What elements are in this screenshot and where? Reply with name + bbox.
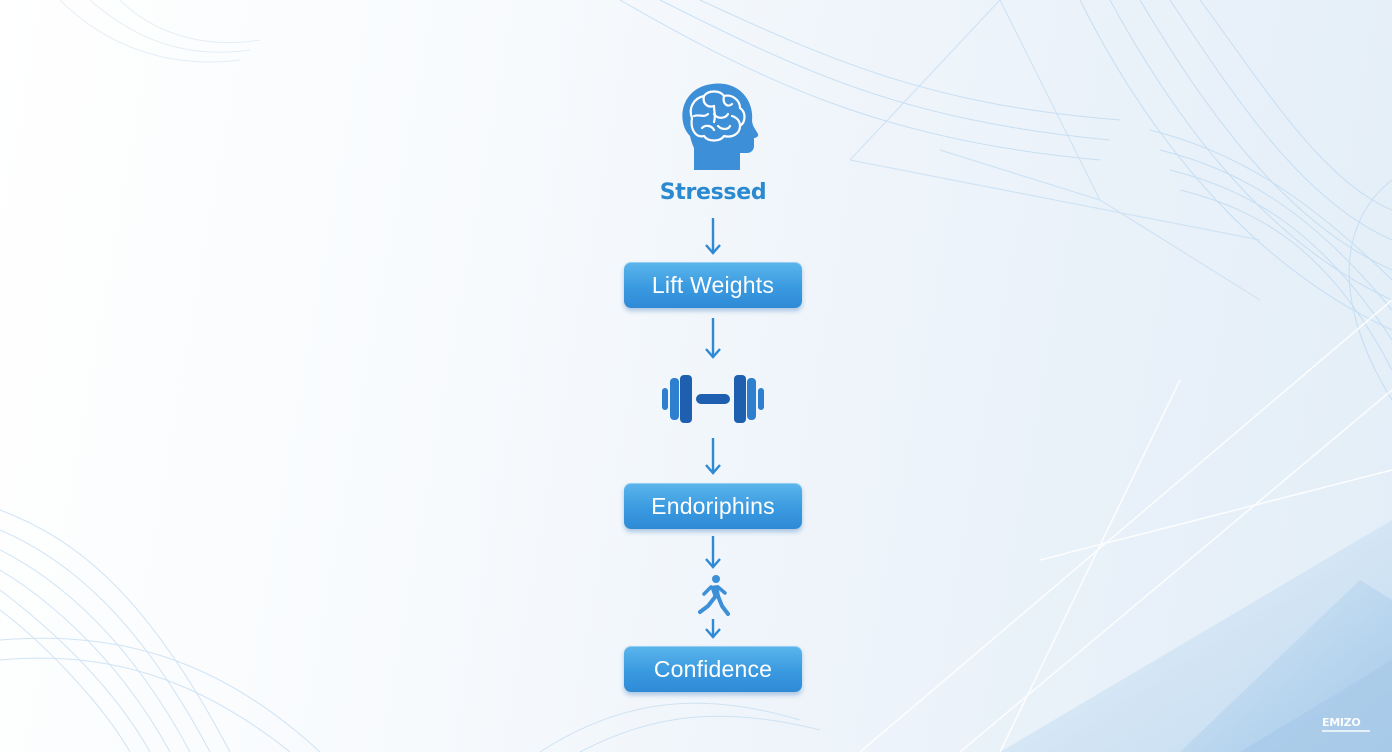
arrow-down-icon: [705, 318, 721, 359]
watermark-underline: [1322, 730, 1370, 732]
brain-head-icon: [682, 83, 759, 170]
arrow-down-icon: [705, 536, 721, 569]
watermark-logo: EMIZO: [1322, 716, 1361, 729]
step-confidence-box: Confidence: [624, 646, 802, 692]
step-lift-weights-box: Lift Weights: [624, 262, 802, 308]
running-person-icon: [698, 575, 730, 616]
step-endoriphins-label: Endoriphins: [651, 492, 775, 519]
step-confidence-label: Confidence: [653, 655, 773, 682]
step-stressed-label: Stressed: [659, 180, 767, 205]
arrow-down-icon: [705, 218, 721, 255]
arrow-down-icon: [705, 619, 721, 639]
step-endoriphins-box: Endoriphins: [624, 483, 802, 529]
arrow-down-icon: [705, 438, 721, 475]
dumbbell-icon: [662, 375, 764, 423]
step-lift-weights-label: Lift Weights: [651, 271, 775, 298]
